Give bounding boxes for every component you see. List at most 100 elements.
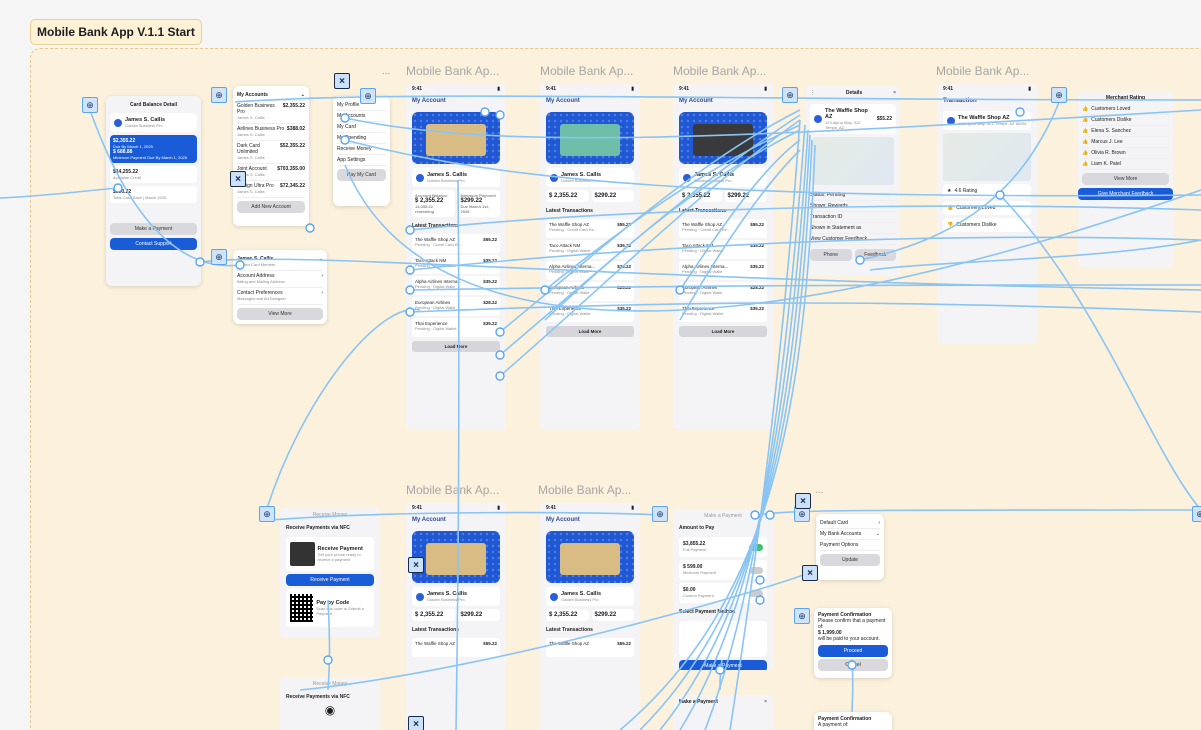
- side-menu-item[interactable]: My Accounts: [337, 111, 386, 122]
- transaction-row[interactable]: The Waffle Shop AZ$55.22: [412, 638, 500, 657]
- rating[interactable]: ★4.6 Rating: [943, 184, 1031, 198]
- flow-start-icon[interactable]: ⊕: [82, 97, 98, 113]
- view-more-button[interactable]: View More: [237, 308, 323, 320]
- view-more-button[interactable]: View More: [1082, 173, 1169, 185]
- transaction-row[interactable]: The Waffle Shop AZ$55.22: [546, 638, 634, 657]
- stat-min[interactable]: $299.22: [591, 609, 634, 621]
- side-menu-item[interactable]: My Card: [337, 122, 386, 133]
- more-icon[interactable]: ...: [382, 66, 391, 77]
- close-overlay-icon[interactable]: ×: [334, 73, 350, 89]
- stat-balance[interactable]: $ 2,355.22: [679, 190, 722, 202]
- proceed-button[interactable]: Proceed: [818, 645, 888, 657]
- frame-title[interactable]: Mobile Bank Ap...: [936, 64, 1030, 78]
- detail-row[interactable]: Shown in Statement as: [810, 223, 896, 234]
- close-icon[interactable]: ×: [764, 699, 767, 705]
- flow-start-icon[interactable]: ⊕: [360, 88, 376, 104]
- qr-code[interactable]: [290, 594, 314, 622]
- toggle-switch[interactable]: [749, 589, 763, 597]
- bank-card[interactable]: [546, 531, 634, 583]
- stat-balance[interactable]: $ 2,355.22: [412, 609, 455, 621]
- bank-card[interactable]: [679, 112, 767, 164]
- give-feedback-button[interactable]: Give Merchant Feedback: [1078, 188, 1173, 200]
- feedback-button[interactable]: Feedback: [854, 249, 896, 261]
- flow-start-icon[interactable]: ⊕: [782, 87, 798, 103]
- stat-min[interactable]: $299.22: [457, 609, 500, 621]
- payment-method[interactable]: [679, 621, 767, 657]
- loved-row[interactable]: 👍Customers Loved: [943, 201, 1031, 215]
- flow-start-icon[interactable]: ⊕: [211, 249, 227, 265]
- contact-support-button[interactable]: Contact Support: [110, 238, 197, 250]
- side-menu-item[interactable]: App Settings: [337, 155, 386, 166]
- bank-card[interactable]: [412, 531, 500, 583]
- load-more-button[interactable]: Load More: [412, 341, 500, 352]
- detail-row[interactable]: View Customer Feedback: [810, 234, 896, 245]
- bank-card[interactable]: [546, 112, 634, 164]
- section-label[interactable]: Mobile Bank App V.1.1 Start: [30, 19, 202, 45]
- menu-item[interactable]: Payment Options: [820, 540, 880, 551]
- flow-start-icon[interactable]: ⊕: [794, 608, 810, 624]
- toggle-switch[interactable]: [749, 543, 763, 551]
- stat-min[interactable]: $299.22: [724, 190, 767, 202]
- detail-row[interactable]: Shown: Rewards: [810, 201, 896, 212]
- flow-start-icon[interactable]: ⊕: [1192, 506, 1201, 522]
- bank-card[interactable]: [412, 112, 500, 164]
- rating-item[interactable]: 👍Liam K. Patel: [1082, 159, 1169, 170]
- detail-row[interactable]: Transaction ID: [810, 212, 896, 223]
- flow-start-icon[interactable]: ⊕: [211, 87, 227, 103]
- rating-item[interactable]: 👍Marcus J. Lee: [1082, 137, 1169, 148]
- make-payment-button[interactable]: Make a Payment: [679, 660, 767, 670]
- dislike-row[interactable]: 👎Customers Dislike: [943, 218, 1031, 232]
- stat-balance[interactable]: $ 2,355.22: [546, 609, 589, 621]
- rating-item[interactable]: 👍Customers Dislike: [1082, 115, 1169, 126]
- map-image[interactable]: [943, 133, 1031, 181]
- frame-title[interactable]: Mobile Bank Ap...: [540, 64, 634, 78]
- add-account-button[interactable]: Add New Account: [237, 201, 305, 213]
- side-menu-item[interactable]: Receive Money: [337, 144, 386, 155]
- close-icon[interactable]: ×: [893, 90, 896, 96]
- balance-highlight[interactable]: $2,355.22 Due By March 1, 2025 $ 688.88 …: [110, 135, 197, 163]
- rating-item[interactable]: 👍Elena S. Sanchez: [1082, 126, 1169, 137]
- phone-button[interactable]: Phone: [810, 249, 852, 261]
- frame-title[interactable]: Mobile Bank Ap...: [406, 483, 500, 497]
- detail-row[interactable]: Status: Pending: [810, 190, 896, 201]
- more-icon[interactable]: ...: [815, 485, 824, 496]
- more-icon[interactable]: ⋮: [810, 90, 815, 96]
- side-menu-item[interactable]: My Spending: [337, 133, 386, 144]
- frame-title[interactable]: Mobile Bank Ap...: [673, 64, 767, 78]
- pay-my-card-button[interactable]: Pay My Card: [337, 169, 386, 181]
- cancel-button[interactable]: Cancel: [818, 659, 888, 671]
- close-overlay-icon[interactable]: ×: [795, 493, 811, 509]
- close-overlay-icon[interactable]: ×: [408, 716, 424, 730]
- transaction-row[interactable]: Alpha Airlines Interna...Pending · Digit…: [412, 276, 500, 295]
- close-overlay-icon[interactable]: ×: [408, 557, 424, 573]
- menu-item[interactable]: My Bank Accounts⌄: [820, 529, 880, 540]
- close-overlay-icon[interactable]: ×: [230, 171, 246, 187]
- flow-start-icon[interactable]: ⊕: [259, 506, 275, 522]
